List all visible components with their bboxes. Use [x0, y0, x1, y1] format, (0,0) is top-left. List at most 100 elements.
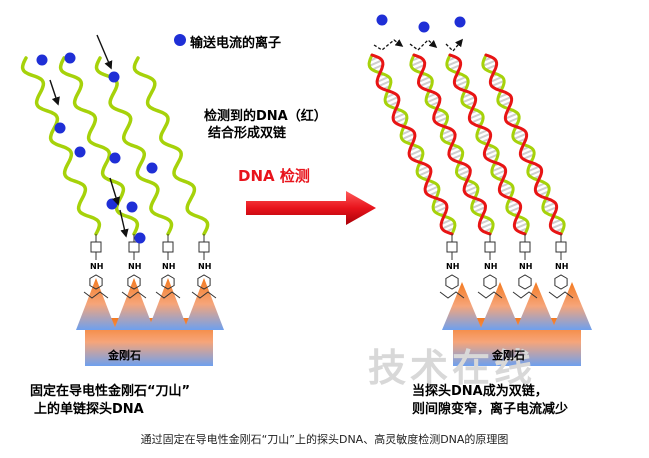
base-pair-rung [410, 59, 425, 67]
base-pair-rung [448, 149, 463, 157]
left-caption-line1: 固定在导电性金刚石“刀山” [30, 384, 191, 399]
benzene-ring [127, 274, 141, 290]
base-pair-rung [527, 165, 540, 173]
base-pair-rung [426, 96, 440, 104]
linker-box [519, 241, 531, 253]
linker-box [484, 241, 496, 253]
right-caption-line2: 则间隙变窄，离子电流减少 [412, 402, 569, 417]
blocked-ion-path [373, 39, 404, 51]
surface-bond [548, 291, 574, 299]
diamond-spike [516, 282, 556, 330]
ion-dot [54, 122, 66, 134]
base-pair-rung [435, 116, 448, 124]
benzene-ring [518, 274, 532, 290]
nh-group-label: NH [446, 262, 459, 271]
benzene-ring [197, 274, 211, 290]
base-pair-rung [514, 218, 526, 225]
base-pair-rung [441, 132, 456, 140]
base-pair-rung [368, 59, 383, 67]
base-pair-rung [499, 185, 514, 193]
base-pair-rung [522, 153, 535, 160]
ion-dot [376, 14, 388, 26]
linker-box [446, 241, 458, 253]
base-pair-rung [504, 112, 519, 120]
base-pair-rung [400, 128, 413, 136]
double-strand-label: 结合形成双链 [208, 126, 287, 141]
base-pair-rung [491, 79, 505, 87]
base-pair-rung [497, 96, 512, 104]
base-pair-rung [471, 116, 484, 124]
base-pair-rung [371, 63, 384, 71]
base-pair-rung [457, 169, 471, 177]
ion-flow-arrow [96, 34, 113, 70]
linker-box [198, 241, 210, 253]
base-pair-rung [486, 153, 499, 160]
base-pair-rung [544, 206, 558, 213]
base-pair-rung [385, 95, 399, 104]
ion-dot [64, 52, 76, 64]
nh-group-label: NH [198, 262, 211, 271]
base-pair-rung [550, 222, 565, 230]
linker-box [128, 241, 140, 253]
ion-flow-arrow [119, 209, 129, 238]
base-pair-rung [508, 206, 522, 213]
benzene-ring [89, 274, 103, 290]
base-pair-rung [453, 76, 467, 83]
base-pair-rung [376, 75, 390, 83]
base-pair-rung [464, 185, 478, 193]
detection-arrow [246, 191, 376, 225]
diamond-spike [148, 278, 188, 330]
base-pair-rung [542, 202, 556, 210]
target-dna-strand [484, 53, 563, 236]
base-pair-rung [432, 201, 446, 210]
base-pair-rung [468, 112, 483, 120]
base-pair-rung [482, 59, 497, 67]
diamond-spike [442, 282, 482, 330]
diamond-spike [184, 278, 224, 330]
base-pair-rung [394, 116, 408, 124]
figure-caption: 通过固定在导电性金刚石“刀山”上的探头DNA、高灵敏度检测DNA的原理图 [140, 433, 509, 446]
base-pair-rung [550, 218, 562, 225]
target-dna-strand [412, 53, 492, 236]
target-dna-strand [448, 53, 527, 236]
base-pair-rung [506, 202, 520, 210]
base-pair-rung [528, 169, 543, 177]
nh-group-label: NH [90, 262, 103, 271]
base-pair-rung [441, 129, 453, 136]
diamond-spike [480, 282, 520, 330]
base-pair-rung [413, 63, 425, 71]
base-pair-rung [416, 165, 430, 173]
benzene-ring [483, 274, 497, 290]
target-dna-strand [370, 53, 454, 236]
benzene-ring [445, 274, 459, 290]
base-pair-rung [440, 218, 453, 226]
diamond-label-right: 金刚石 [492, 349, 525, 362]
ion-dot [108, 71, 120, 83]
legend-label: 输送电流的离子 [190, 36, 282, 51]
benzene-ring [554, 274, 568, 290]
base-pair-rung [418, 76, 431, 83]
base-pair-rung [401, 132, 416, 141]
base-pair-rung [492, 169, 507, 177]
base-pair-rung [514, 222, 529, 230]
ion-dot [126, 201, 138, 213]
ion-dot [454, 16, 466, 28]
base-pair-rung [491, 165, 504, 173]
nh-group-label: NH [162, 262, 175, 271]
ion-dot [36, 54, 48, 66]
ion-dot [418, 21, 430, 33]
base-pair-rung [433, 112, 447, 120]
ion-dot [134, 232, 146, 244]
right-caption-line1: 当探头DNA成为双链， [412, 384, 548, 399]
base-pair-rung [512, 129, 525, 136]
diamond-spike [114, 278, 154, 330]
surface-bond [191, 291, 217, 299]
diamond-spike [552, 282, 592, 330]
diamond-label-left: 金刚石 [108, 349, 141, 362]
surface-bond [83, 291, 109, 299]
probe-dna-strand [20, 56, 102, 236]
surface-bond [439, 291, 465, 299]
